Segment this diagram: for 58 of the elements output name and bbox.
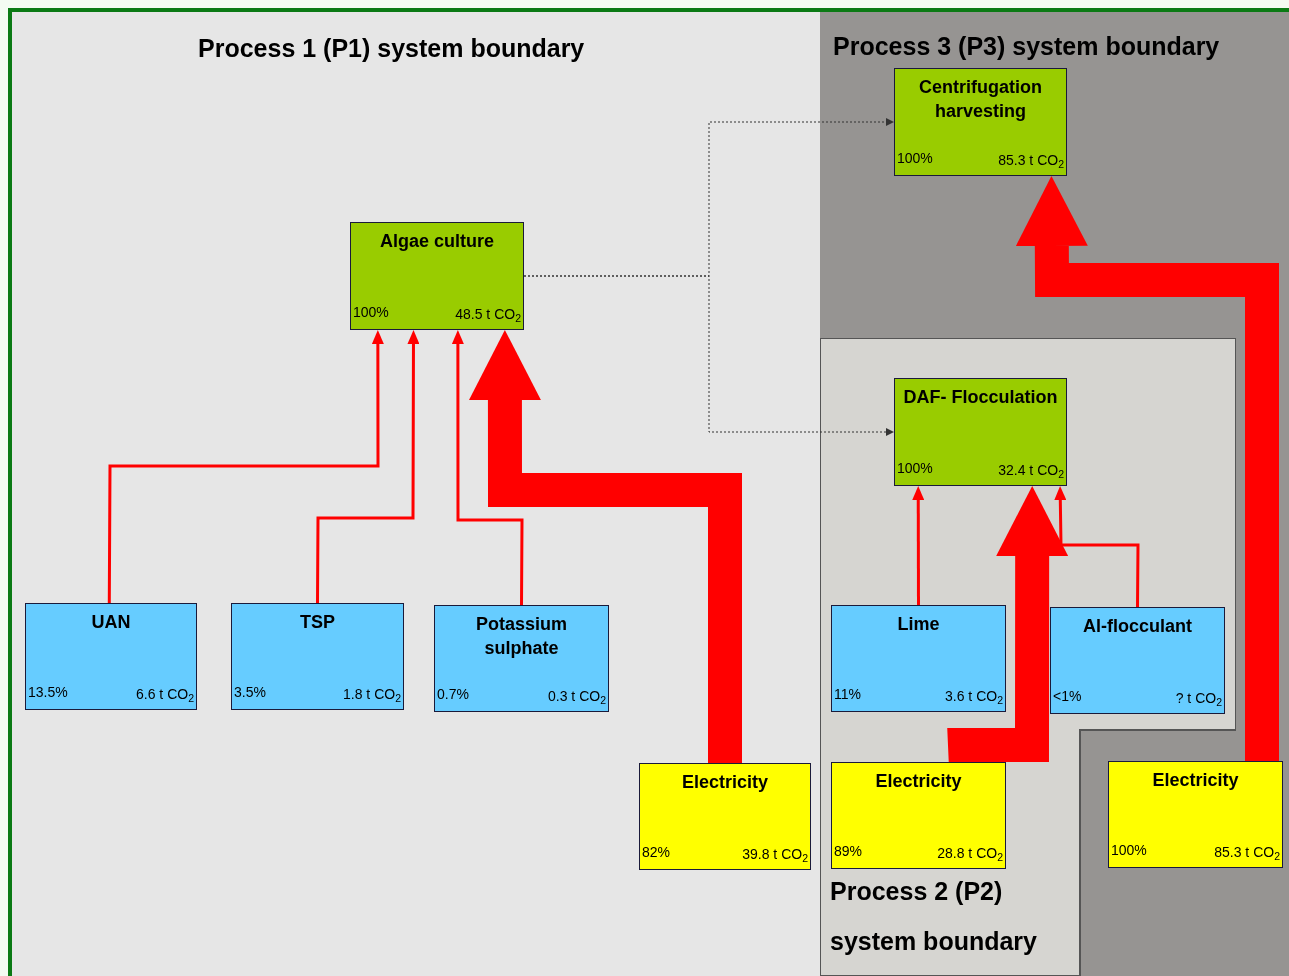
share-label: 13.5% bbox=[28, 683, 68, 702]
input-box bbox=[25, 603, 197, 710]
flow-arrow bbox=[947, 486, 1069, 763]
input-box bbox=[831, 605, 1006, 712]
share-label: 11% bbox=[834, 685, 861, 704]
box-title: Centrifugation harvesting bbox=[918, 76, 1043, 123]
share-label: 3.5% bbox=[234, 683, 266, 702]
emission-label: 1.8 t CO$_{2}$ bbox=[343, 685, 401, 705]
box-title: DAF- Flocculation bbox=[902, 386, 1059, 409]
emission-label: 85.3 t CO$_{2}$ bbox=[998, 151, 1064, 171]
flow-arrow bbox=[912, 486, 925, 605]
share-label: 100% bbox=[897, 149, 933, 168]
emission-label: 85.3 t CO$_{2}$ bbox=[1214, 843, 1280, 863]
energy-box bbox=[1108, 761, 1283, 868]
flow-arrow bbox=[451, 330, 524, 605]
emission-label: 0.3 t CO$_{2}$ bbox=[548, 687, 606, 707]
flow-arrow bbox=[1054, 486, 1140, 607]
emission-label: 32.4 t CO$_{2}$ bbox=[998, 461, 1064, 481]
emission-label: 39.8 t CO$_{2}$ bbox=[742, 845, 808, 865]
box-title: Electricity bbox=[874, 770, 963, 793]
share-label: 100% bbox=[897, 459, 933, 478]
process-box bbox=[350, 222, 524, 330]
share-label: <1% bbox=[1053, 687, 1082, 706]
boundary-region bbox=[820, 12, 1289, 976]
flow-arrow bbox=[1015, 176, 1279, 761]
boundary-title: Process 1 (P1) system boundary bbox=[198, 33, 585, 64]
boundary-title: Process 2 (P2) system boundary bbox=[830, 876, 1038, 957]
flow-arrow bbox=[468, 330, 742, 763]
boundary-title: Process 3 (P3) system boundary bbox=[833, 31, 1220, 62]
box-title: Lime bbox=[896, 613, 941, 636]
emission-label: 28.8 t CO$_{2}$ bbox=[937, 844, 1003, 864]
input-box bbox=[1050, 607, 1225, 714]
input-box bbox=[231, 603, 404, 710]
share-label: 0.7% bbox=[437, 685, 469, 704]
boundary-region bbox=[12, 12, 820, 976]
box-title: TSP bbox=[299, 611, 336, 634]
box-title: Potassium sulphate bbox=[475, 613, 568, 660]
emission-label: ? t CO$_{2}$ bbox=[1175, 689, 1222, 709]
process-box bbox=[894, 68, 1067, 176]
emission-label: 48.5 t CO$_{2}$ bbox=[455, 305, 521, 325]
share-label: 82% bbox=[642, 843, 671, 862]
energy-box bbox=[639, 763, 811, 870]
share-label: 100% bbox=[353, 303, 389, 322]
flow-arrow bbox=[107, 330, 384, 603]
share-label: 100% bbox=[1111, 841, 1147, 860]
energy-box bbox=[831, 762, 1006, 869]
emission-label: 3.6 t CO$_{2}$ bbox=[945, 687, 1003, 707]
process-box bbox=[894, 378, 1067, 486]
dotted-arrow bbox=[523, 275, 894, 436]
emission-label: 6.6 t CO$_{2}$ bbox=[136, 685, 194, 705]
input-box bbox=[434, 605, 609, 712]
box-title: Electricity bbox=[1151, 769, 1240, 792]
box-title: UAN bbox=[90, 611, 132, 634]
share-label: 89% bbox=[834, 842, 863, 861]
box-title: Algae culture bbox=[379, 230, 495, 253]
flow-arrow bbox=[316, 330, 420, 603]
box-title: Al-flocculant bbox=[1082, 615, 1193, 638]
box-title: Electricity bbox=[680, 771, 769, 794]
